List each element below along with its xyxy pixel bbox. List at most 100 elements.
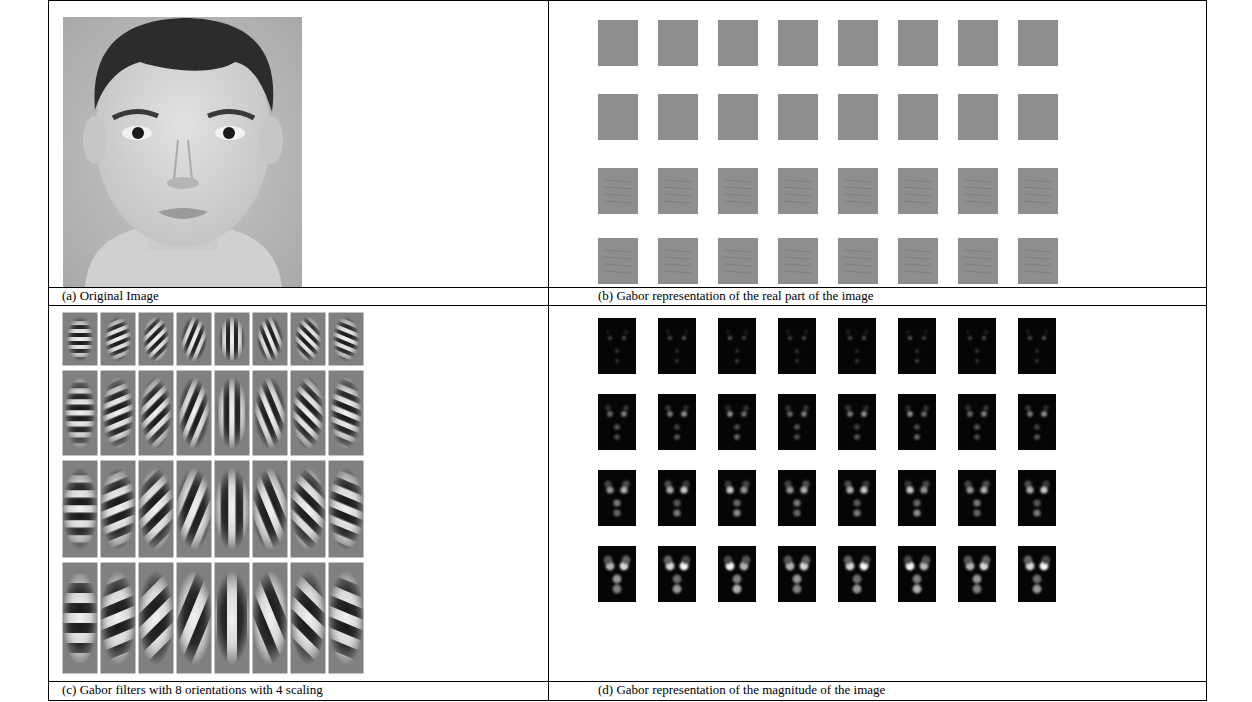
feature-response xyxy=(845,405,869,440)
filter-tile xyxy=(62,312,98,366)
filter-tile xyxy=(62,370,98,456)
real-part-tile xyxy=(1018,94,1058,140)
gabor-kernel xyxy=(328,370,364,456)
panel-caption: (b) Gabor representation of the real par… xyxy=(598,288,873,304)
texture-line xyxy=(844,187,872,189)
real-part-tile xyxy=(898,94,938,140)
magnitude-tile xyxy=(598,546,636,602)
texture-line xyxy=(964,264,992,266)
filter-tile xyxy=(252,562,288,674)
feature-response xyxy=(964,556,991,594)
feature-response xyxy=(664,556,691,594)
texture-line xyxy=(784,257,812,259)
magnitude-tile xyxy=(778,394,816,450)
filter-tile xyxy=(138,370,174,456)
texture-line xyxy=(664,180,692,182)
texture-line xyxy=(724,257,752,259)
filter-tile xyxy=(176,312,212,366)
texture-line xyxy=(904,250,932,252)
gabor-kernel xyxy=(252,460,288,558)
filter-tile xyxy=(62,460,98,558)
magnitude-tile xyxy=(958,470,996,526)
filter-tile xyxy=(214,562,250,674)
gabor-kernel xyxy=(100,460,136,558)
real-part-tile xyxy=(778,168,818,214)
filter-tile xyxy=(100,370,136,456)
feature-response xyxy=(904,556,931,594)
magnitude-tile xyxy=(778,470,816,526)
real-part-tile xyxy=(598,20,638,66)
magnitude-tile xyxy=(778,318,816,374)
texture-line xyxy=(1024,201,1052,203)
real-part-tile xyxy=(898,168,938,214)
filter-tile xyxy=(328,460,364,558)
panel-caption: (c) Gabor filters with 8 orientations wi… xyxy=(62,682,323,698)
texture-line xyxy=(844,257,872,259)
magnitude-tile xyxy=(598,318,636,374)
texture-line xyxy=(784,187,812,189)
magnitude-tile xyxy=(598,470,636,526)
gabor-kernel xyxy=(252,370,288,456)
gabor-kernel xyxy=(290,312,326,366)
texture-line xyxy=(604,201,632,203)
magnitude-tile xyxy=(718,318,756,374)
feature-response xyxy=(1026,330,1048,363)
filter-tile xyxy=(290,370,326,456)
texture-line xyxy=(1024,194,1052,196)
feature-response xyxy=(784,556,811,594)
texture-line xyxy=(664,187,692,189)
magnitude-tile xyxy=(838,318,876,374)
magnitude-tiles xyxy=(598,318,1056,602)
texture-line xyxy=(964,250,992,252)
magnitude-tile xyxy=(1018,318,1056,374)
real-part-tile xyxy=(1018,168,1058,214)
feature-response xyxy=(665,405,689,440)
real-part-tile xyxy=(778,20,818,66)
texture-line xyxy=(604,264,632,266)
real-part-tile xyxy=(718,94,758,140)
real-part-tile xyxy=(718,168,758,214)
filter-tile xyxy=(214,370,250,456)
texture-line xyxy=(664,201,692,203)
texture-line xyxy=(964,194,992,196)
filter-tile xyxy=(62,562,98,674)
feature-response xyxy=(844,480,869,516)
real-part-tile xyxy=(838,238,878,284)
real-part-tile xyxy=(838,168,878,214)
gabor-kernel xyxy=(214,370,250,456)
gabor-kernel xyxy=(328,312,364,366)
texture-line xyxy=(724,264,752,266)
filter-tile xyxy=(252,460,288,558)
feature-response xyxy=(1025,405,1049,440)
texture-line xyxy=(904,264,932,266)
magnitude-tile xyxy=(1018,546,1056,602)
real-part-tile xyxy=(778,238,818,284)
magnitude-tile xyxy=(658,394,696,450)
gabor-kernel xyxy=(100,312,136,366)
feature-response xyxy=(905,405,929,440)
gabor-kernel xyxy=(176,312,212,366)
gabor-kernel xyxy=(176,460,212,558)
texture-line xyxy=(904,187,932,189)
gabor-kernel xyxy=(328,460,364,558)
table-grid xyxy=(48,0,1207,701)
real-part-tile xyxy=(838,94,878,140)
texture-line xyxy=(664,264,692,266)
filter-tile xyxy=(176,562,212,674)
filter-tile xyxy=(328,370,364,456)
filter-tile xyxy=(100,562,136,674)
texture-line xyxy=(784,264,812,266)
filter-tile xyxy=(328,562,364,674)
feature-response xyxy=(725,405,749,440)
original-face-image xyxy=(63,17,302,288)
real-part-tiles xyxy=(598,20,1058,284)
texture-line xyxy=(784,194,812,196)
feature-response xyxy=(844,556,871,594)
feature-response xyxy=(966,330,988,363)
gabor-kernel xyxy=(100,370,136,456)
texture-line xyxy=(664,194,692,196)
feature-response xyxy=(724,556,751,594)
texture-line xyxy=(904,257,932,259)
texture-line xyxy=(1024,180,1052,182)
magnitude-tile xyxy=(838,470,876,526)
